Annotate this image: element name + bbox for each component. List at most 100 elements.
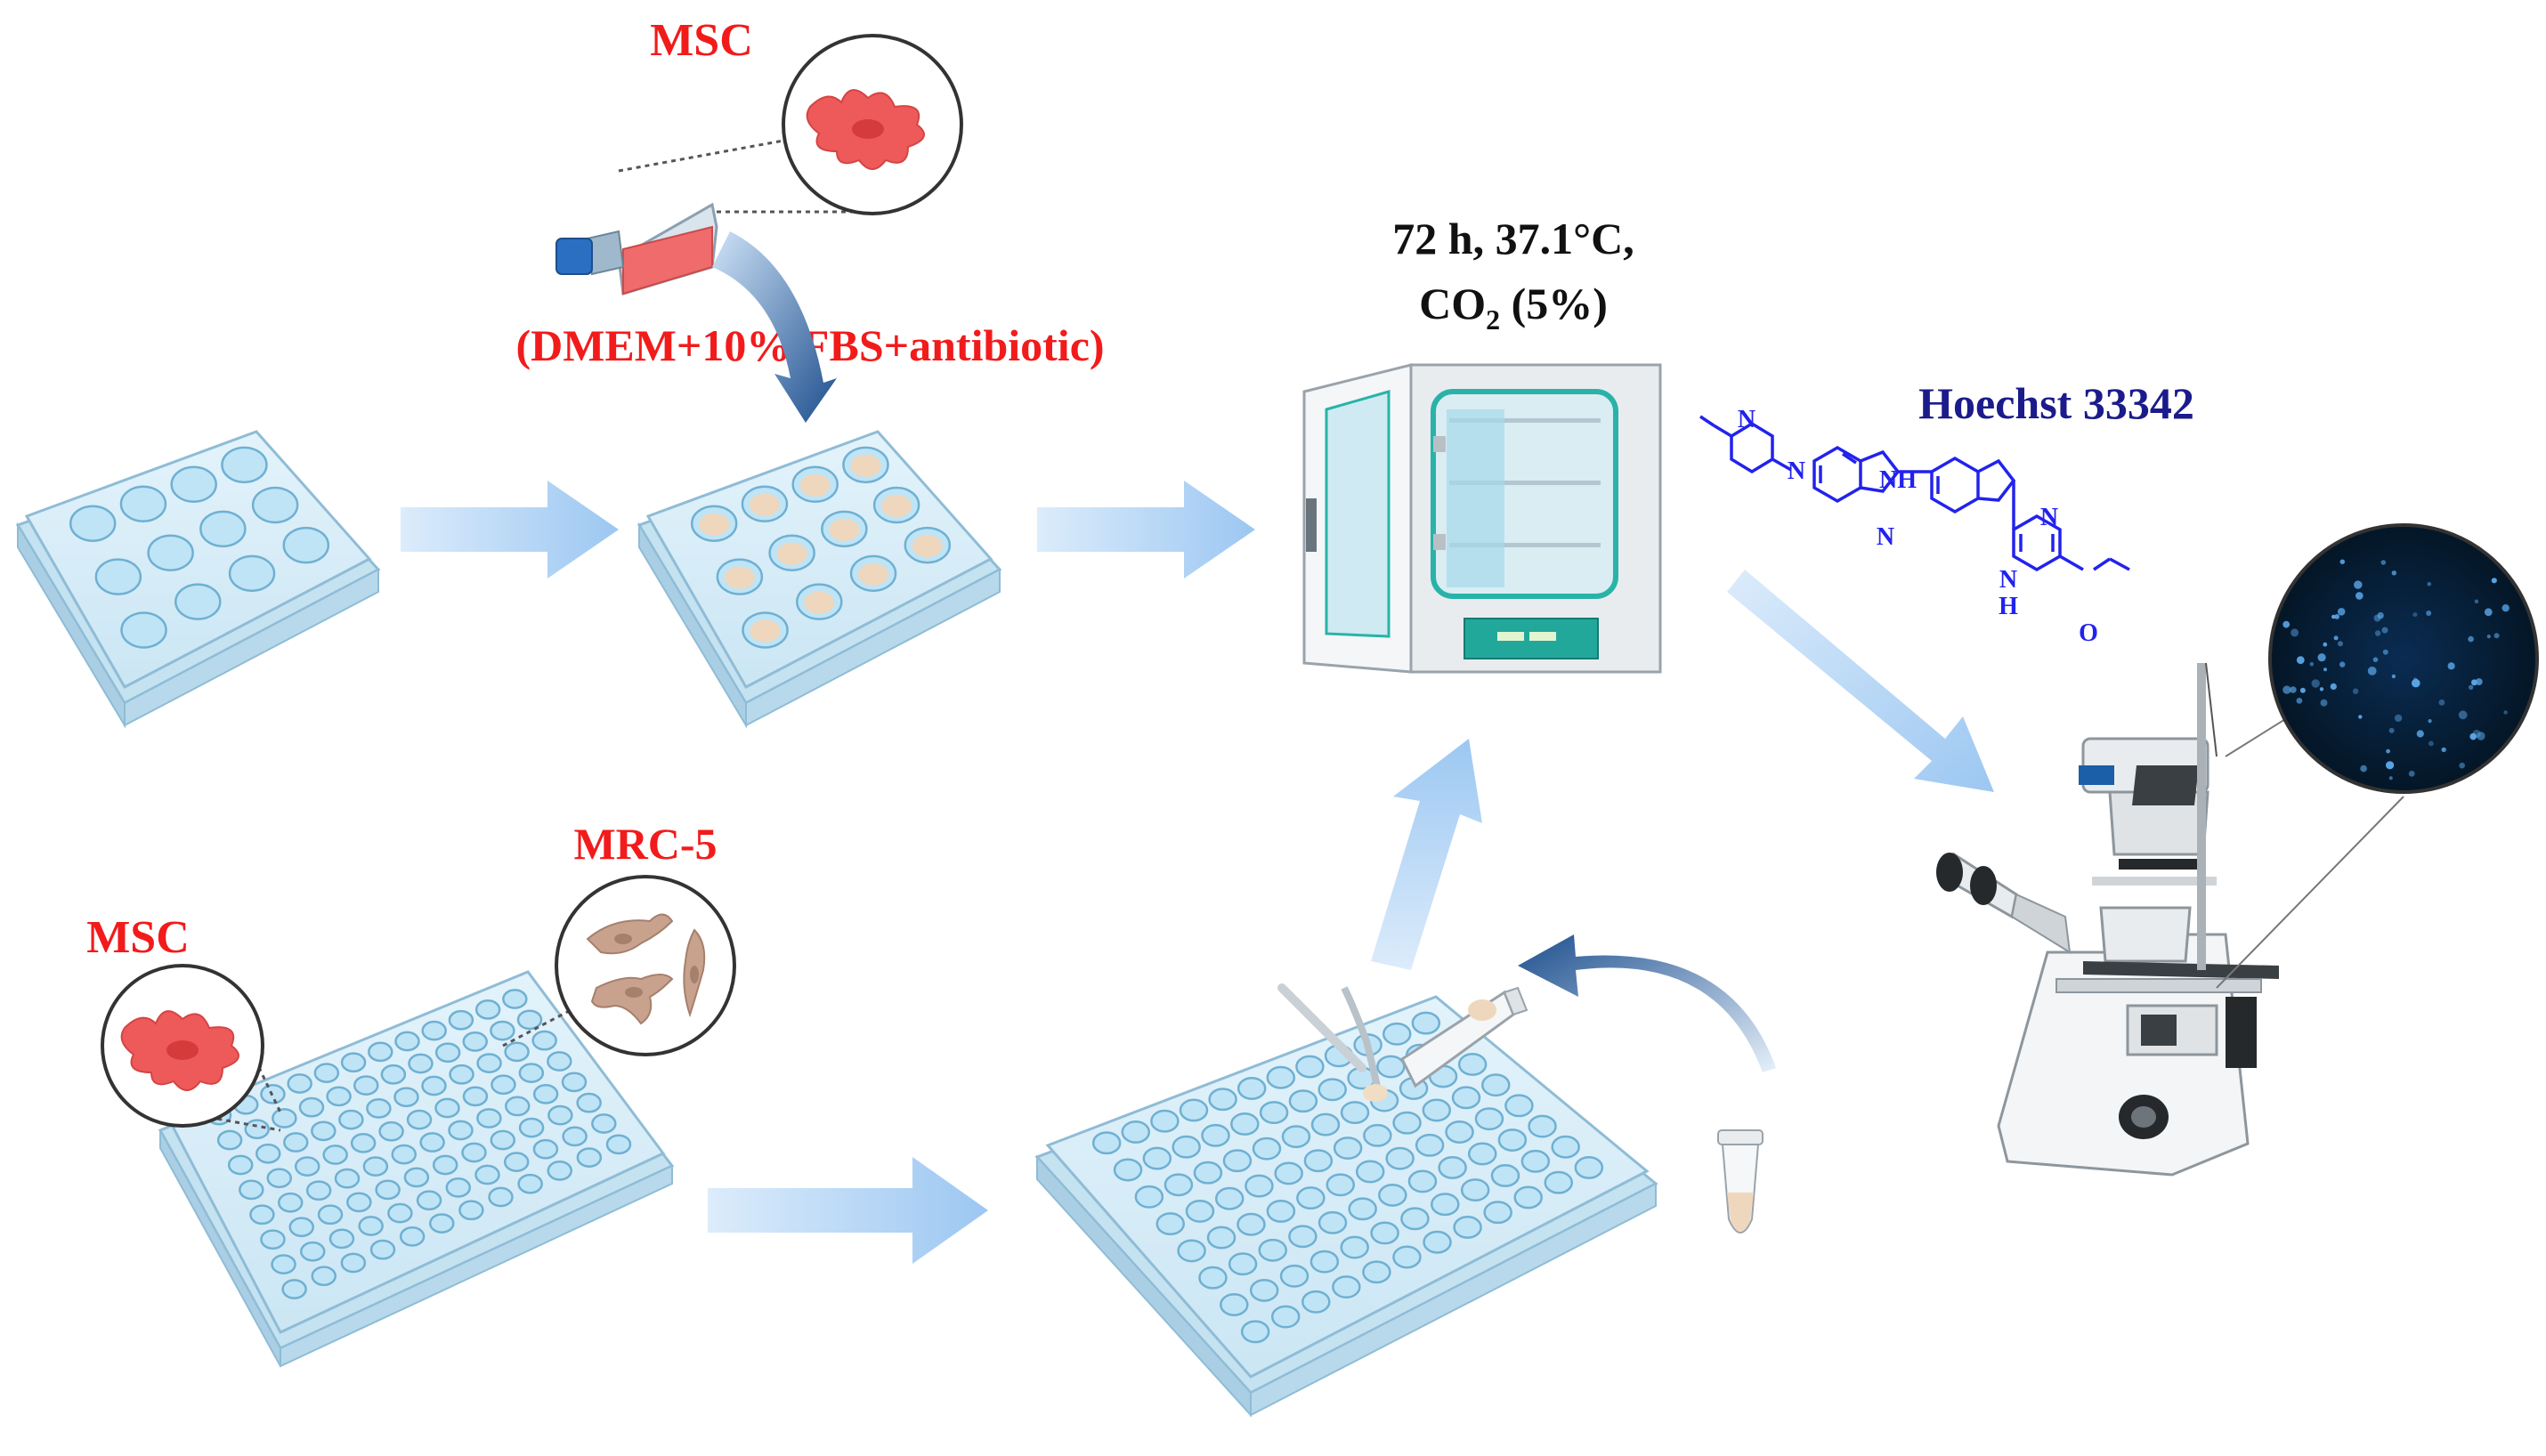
well bbox=[1266, 1199, 1296, 1223]
well bbox=[1214, 1186, 1245, 1210]
well-cells bbox=[750, 619, 781, 643]
well bbox=[1362, 1260, 1391, 1284]
microtube bbox=[1717, 1129, 1764, 1234]
well-cells bbox=[858, 562, 889, 586]
nucleus bbox=[2296, 698, 2303, 704]
well bbox=[378, 1120, 404, 1142]
nucleus bbox=[2358, 715, 2363, 719]
msc-zoom-circle-top bbox=[782, 34, 963, 215]
well bbox=[300, 1241, 326, 1262]
well bbox=[1134, 1185, 1164, 1209]
well bbox=[216, 1129, 243, 1151]
well bbox=[1240, 1320, 1270, 1344]
well bbox=[1355, 1160, 1385, 1184]
nucleus bbox=[2380, 560, 2387, 565]
well bbox=[1309, 1250, 1340, 1274]
well bbox=[532, 1138, 559, 1160]
well bbox=[1121, 1120, 1151, 1144]
well bbox=[1113, 1158, 1143, 1182]
nucleus bbox=[2381, 627, 2388, 634]
well bbox=[1295, 1055, 1325, 1079]
well bbox=[362, 1156, 389, 1177]
nucleus bbox=[2394, 714, 2403, 723]
well bbox=[1370, 1221, 1399, 1245]
well bbox=[516, 1009, 543, 1031]
well bbox=[1259, 1101, 1289, 1125]
nucleus bbox=[2501, 604, 2510, 612]
well-cells bbox=[799, 473, 831, 497]
well bbox=[1326, 1173, 1356, 1197]
well bbox=[1155, 1212, 1185, 1236]
nucleus bbox=[2320, 699, 2328, 707]
nucleus bbox=[2317, 653, 2326, 662]
well bbox=[576, 1092, 602, 1113]
well-cells bbox=[804, 591, 835, 614]
nucleus bbox=[2441, 747, 2446, 753]
well bbox=[1179, 1098, 1209, 1122]
atom-n-pip-top: N bbox=[1738, 406, 1755, 433]
msc-top-label: MSC bbox=[650, 15, 753, 66]
well bbox=[1172, 1135, 1201, 1159]
well bbox=[1574, 1155, 1604, 1179]
well bbox=[1245, 1174, 1274, 1198]
well bbox=[1457, 1053, 1488, 1076]
nucleus bbox=[2412, 678, 2420, 688]
well bbox=[1392, 1245, 1422, 1269]
well bbox=[1504, 1094, 1534, 1118]
well bbox=[366, 1098, 392, 1119]
well bbox=[147, 534, 194, 571]
nucleus bbox=[2299, 687, 2306, 693]
well bbox=[502, 989, 528, 1009]
well bbox=[340, 1252, 367, 1274]
well bbox=[1208, 1088, 1237, 1112]
well bbox=[562, 1126, 588, 1147]
nucleus bbox=[2471, 679, 2477, 686]
well bbox=[518, 1117, 545, 1138]
well bbox=[1288, 1089, 1318, 1113]
well bbox=[605, 1134, 632, 1155]
pellet-curved-arrow bbox=[1518, 934, 1776, 1072]
well bbox=[317, 1204, 344, 1225]
well bbox=[1270, 1305, 1301, 1329]
nucleus bbox=[2367, 667, 2377, 675]
well bbox=[561, 1072, 588, 1093]
well-cells bbox=[850, 454, 881, 477]
well bbox=[1407, 1169, 1438, 1193]
well bbox=[1438, 1156, 1467, 1179]
well bbox=[1301, 1290, 1331, 1314]
atom-n-right: N bbox=[2040, 504, 2058, 531]
well bbox=[1281, 1125, 1311, 1149]
well bbox=[1288, 1225, 1318, 1249]
nucleus bbox=[2323, 642, 2328, 647]
well bbox=[1497, 1128, 1528, 1152]
well bbox=[1378, 1183, 1407, 1207]
well bbox=[1201, 1123, 1230, 1147]
well bbox=[476, 1108, 502, 1128]
well bbox=[1258, 1238, 1287, 1262]
well bbox=[266, 1168, 292, 1189]
well bbox=[408, 1053, 434, 1074]
atom-n-pip-bottom: N bbox=[1788, 457, 1805, 485]
well bbox=[406, 1109, 433, 1130]
well bbox=[1483, 1201, 1512, 1225]
well bbox=[476, 1053, 502, 1073]
nucleus bbox=[2282, 620, 2291, 628]
nucleus bbox=[2469, 732, 2477, 740]
well bbox=[1460, 1178, 1490, 1202]
well bbox=[340, 1052, 367, 1073]
well bbox=[391, 1144, 417, 1165]
co-subscript: 2 bbox=[1486, 303, 1500, 336]
well bbox=[281, 1279, 307, 1299]
well bbox=[474, 999, 501, 1020]
inverted-microscope bbox=[1936, 644, 2404, 1177]
well-cells bbox=[724, 566, 755, 589]
atom-n-left: N bbox=[1877, 523, 1894, 551]
nucleus bbox=[2484, 608, 2493, 617]
nucleus bbox=[2352, 688, 2359, 694]
well bbox=[282, 526, 330, 564]
well-cells bbox=[829, 518, 860, 541]
well bbox=[399, 1225, 426, 1247]
msc-zoom-circle-bottom bbox=[101, 964, 282, 1132]
well bbox=[421, 1020, 447, 1041]
nucleus bbox=[2459, 762, 2465, 769]
